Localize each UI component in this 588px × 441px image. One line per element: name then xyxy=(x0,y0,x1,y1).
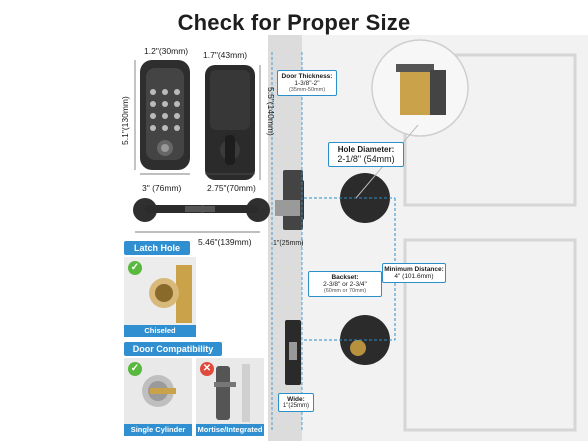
lever-length-label: 5.46"(139mm) xyxy=(198,237,252,247)
wide-value: 1"(25mm) xyxy=(282,403,310,409)
wide-callout: Wide: 1"(25mm) xyxy=(278,393,314,412)
interior-width-label: 2.75"(70mm) xyxy=(207,183,256,193)
exterior-height-label: 5.1"(130mm) xyxy=(120,96,130,145)
chiseled-label: Chiseled xyxy=(124,325,196,337)
interior-thickness-label: 1.7"(43mm) xyxy=(203,50,248,60)
mortise-label: Mortise/Integrated xyxy=(196,424,264,436)
hole-diameter-callout: Hole Diameter: 2-1/8" (54mm) xyxy=(328,142,404,167)
hole-diameter-value: 2-1/8" (54mm) xyxy=(337,154,395,164)
door-thickness-title: Door Thickness: xyxy=(281,73,333,80)
min-distance-value: 4" (101.6mm) xyxy=(394,273,434,280)
door-panel-bottom xyxy=(403,238,577,432)
min-distance-title: Minimum Distance: xyxy=(384,266,444,273)
backset-value: 2-3/8" or 2-3/4" xyxy=(323,281,367,288)
mortise-x-icon: ✕ xyxy=(200,362,214,376)
single-cylinder-check-icon: ✓ xyxy=(128,362,142,376)
door-thickness-mm: (35mm-50mm) xyxy=(288,87,326,93)
latch-plate-width-label: 1"(25mm) xyxy=(273,240,304,247)
wide-title: Wide: xyxy=(287,396,305,403)
latch-check-icon: ✓ xyxy=(128,261,142,275)
page-title: Check for Proper Size xyxy=(177,10,411,35)
min-distance-callout: Minimum Distance: 4" (101.6mm) xyxy=(382,263,446,283)
door-thickness-value: 1-3/8"-2" xyxy=(294,80,320,87)
exterior-thickness-label: 1.2"(30mm) xyxy=(144,46,189,56)
backset-mm: (60mm or 70mm) xyxy=(323,288,367,294)
backset-callout: Backset: 2-3/8" or 2-3/4" (60mm or 70mm) xyxy=(308,271,382,297)
hole-diameter-title: Hole Diameter: xyxy=(337,145,395,154)
backset-title: Backset: xyxy=(331,274,359,281)
interior-height-label: 5.5"(140mm) xyxy=(266,87,276,136)
exterior-width-label: 3" (76mm) xyxy=(142,183,182,193)
door-thickness-callout: Door Thickness: 1-3/8"-2" (35mm-50mm) xyxy=(277,70,337,96)
single-cylinder-label: Single Cylinder xyxy=(124,424,192,436)
lever-handles xyxy=(133,198,270,222)
latch-bolt xyxy=(275,200,300,216)
door-compat-heading: Door Compatibility xyxy=(124,342,222,356)
latch-hole-heading: Latch Hole xyxy=(124,241,190,255)
